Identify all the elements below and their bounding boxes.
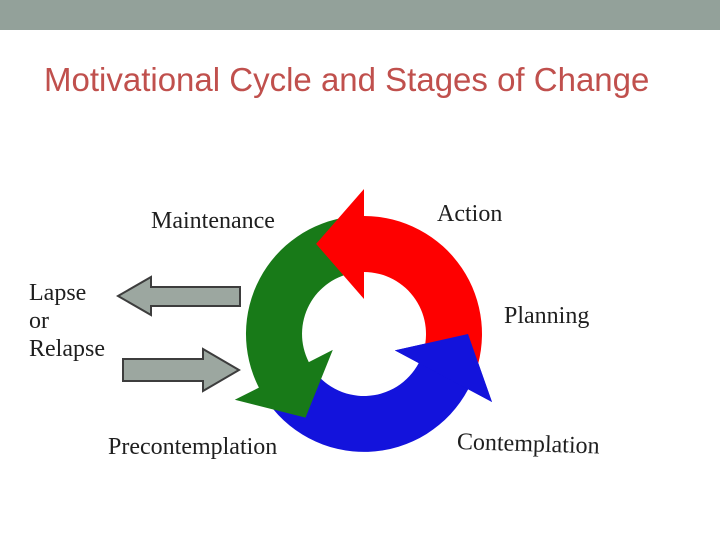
stage-label-action: Action bbox=[437, 201, 503, 227]
green-arc-arrow-icon bbox=[234, 216, 357, 418]
blue-arrow-head-icon bbox=[394, 334, 492, 402]
stage-label-maintenance: Maintenance bbox=[151, 208, 275, 234]
red-arc-arrow-icon bbox=[316, 189, 482, 379]
top-accent-band bbox=[0, 0, 720, 30]
reentry-right-arrow-icon bbox=[122, 347, 241, 393]
lapse-exit-left-arrow-icon bbox=[115, 275, 241, 317]
stage-label-contemplation: Contemplation bbox=[456, 429, 600, 460]
stage-label-planning: Planning bbox=[504, 303, 590, 329]
stage-label-precontemplation: Precontemplation bbox=[108, 434, 278, 460]
stage-label-lapse-or-relapse: Lapse or Relapse bbox=[29, 280, 105, 362]
slide-title: Motivational Cycle and Stages of Change bbox=[44, 61, 650, 98]
